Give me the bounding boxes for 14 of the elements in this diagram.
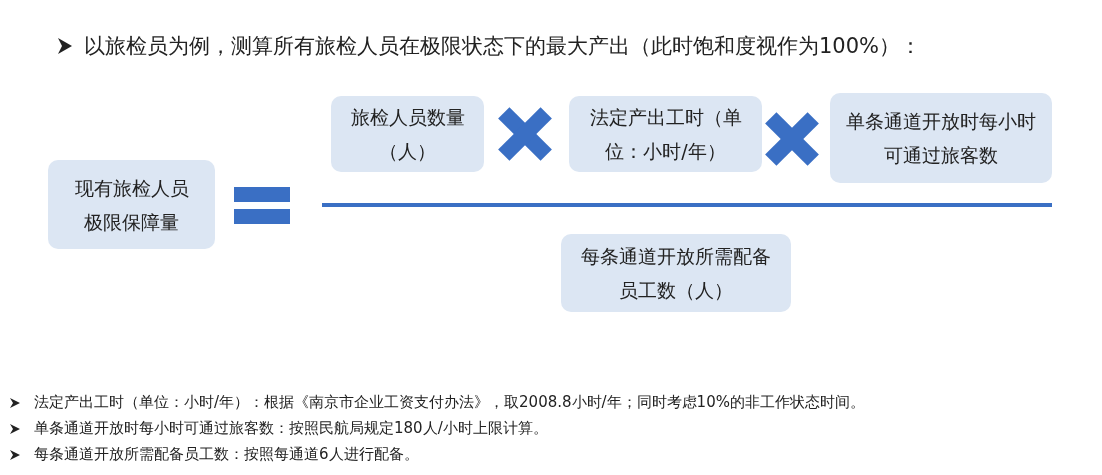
heading: 以旅检员为例，测算所有旅检人员在极限状态下的最大产出（此时饱和度视作为100%）：: [84, 33, 922, 60]
formula-term-box: [569, 96, 762, 172]
footnote: 单条通道开放时每小时可通过旅客数：按照民航局规定180人/小时上限计算。: [34, 419, 548, 438]
formula-term-box: [331, 96, 484, 172]
footnote: 法定产出工时（单位：小时/年）：根据《南京市企业工资支付办法》，取2008.8小时/年；同时考虑10%的非工作状态时间。: [34, 393, 865, 412]
formula-term-box: [561, 234, 791, 312]
term-text: 法定产出工时（单位：小时/年）: [588, 105, 743, 164]
term-text: 每条通道开放所需配备员工数（人）: [580, 244, 772, 303]
term-text: 旅检人员数量（人）: [349, 105, 466, 164]
term-text: 单条通道开放时每小时可通过旅客数: [845, 109, 1037, 168]
footnote: 每条通道开放所需配备员工数：按照每通道6人进行配备。: [34, 445, 419, 464]
term-text: 现有旅检人员极限保障量: [73, 175, 190, 235]
formula-term-box: [48, 160, 215, 249]
formula-term-box: [830, 93, 1052, 183]
